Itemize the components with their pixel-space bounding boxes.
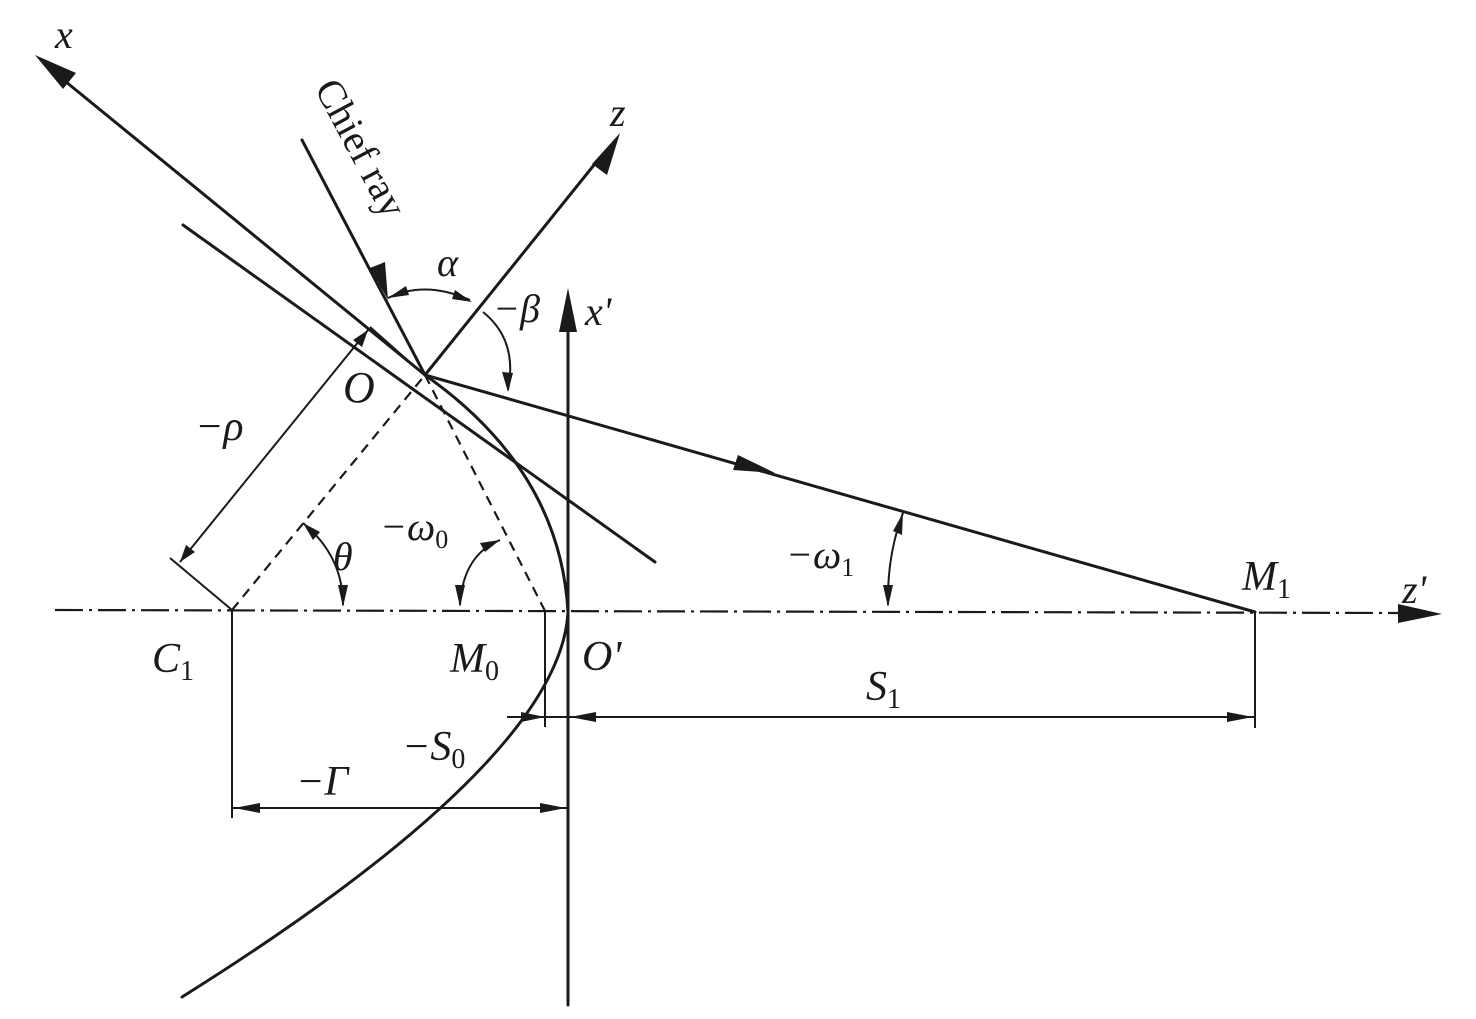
label-omega0: −ω0 (380, 504, 448, 554)
theta-arc (302, 522, 348, 607)
label-alpha: α (437, 240, 459, 285)
label-o: O (343, 363, 375, 412)
s0-dimension (507, 712, 568, 722)
axis-z (423, 133, 620, 377)
tangent-line (181, 223, 657, 564)
axis-x-prime (559, 288, 577, 1007)
label-s1: S1 (866, 664, 901, 715)
alpha-arc (387, 286, 472, 302)
label-s0: −S0 (402, 724, 465, 775)
axis-x (35, 55, 427, 377)
label-gamma: −Γ (296, 759, 350, 805)
reflected-ray (423, 373, 1257, 614)
rho-dimension (169, 326, 423, 611)
label-m1: M1 (1241, 554, 1291, 605)
label-chief-ray: Chief ray (306, 71, 416, 225)
gamma-dimension (232, 803, 568, 813)
label-x-prime: x' (584, 289, 613, 334)
mirror-curve (180, 373, 570, 999)
label-c1: C1 (152, 636, 194, 687)
optical-axis-z-prime (54, 604, 1442, 623)
omega1-arc (883, 512, 904, 607)
dashed-line-o-m0 (424, 374, 546, 612)
label-z: z (609, 90, 626, 135)
omega0-arc (455, 539, 501, 607)
beta-arc (482, 311, 513, 392)
label-z-prime: z' (1401, 567, 1428, 612)
dashed-line-c1-o (231, 374, 426, 611)
label-x: x (54, 12, 73, 57)
label-theta: θ (333, 534, 353, 579)
label-omega1: −ω1 (786, 532, 854, 582)
label-m0: M0 (449, 636, 499, 687)
label-rho: −ρ (195, 404, 244, 450)
label-beta: −β (493, 286, 540, 331)
label-o-prime: O' (582, 634, 622, 680)
s1-dimension (568, 712, 1255, 722)
chief-ray-incoming (300, 138, 427, 377)
